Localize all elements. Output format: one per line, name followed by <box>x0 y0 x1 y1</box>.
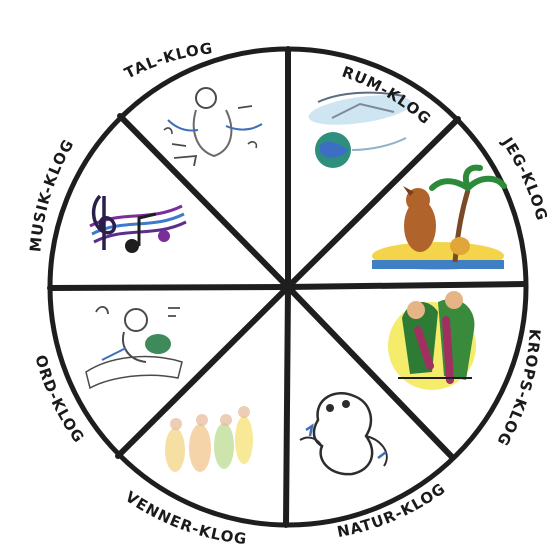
spoke-bottom <box>286 287 288 525</box>
spoke-right <box>288 284 525 287</box>
wheel-hub <box>280 279 296 295</box>
spoke-left <box>50 287 288 288</box>
